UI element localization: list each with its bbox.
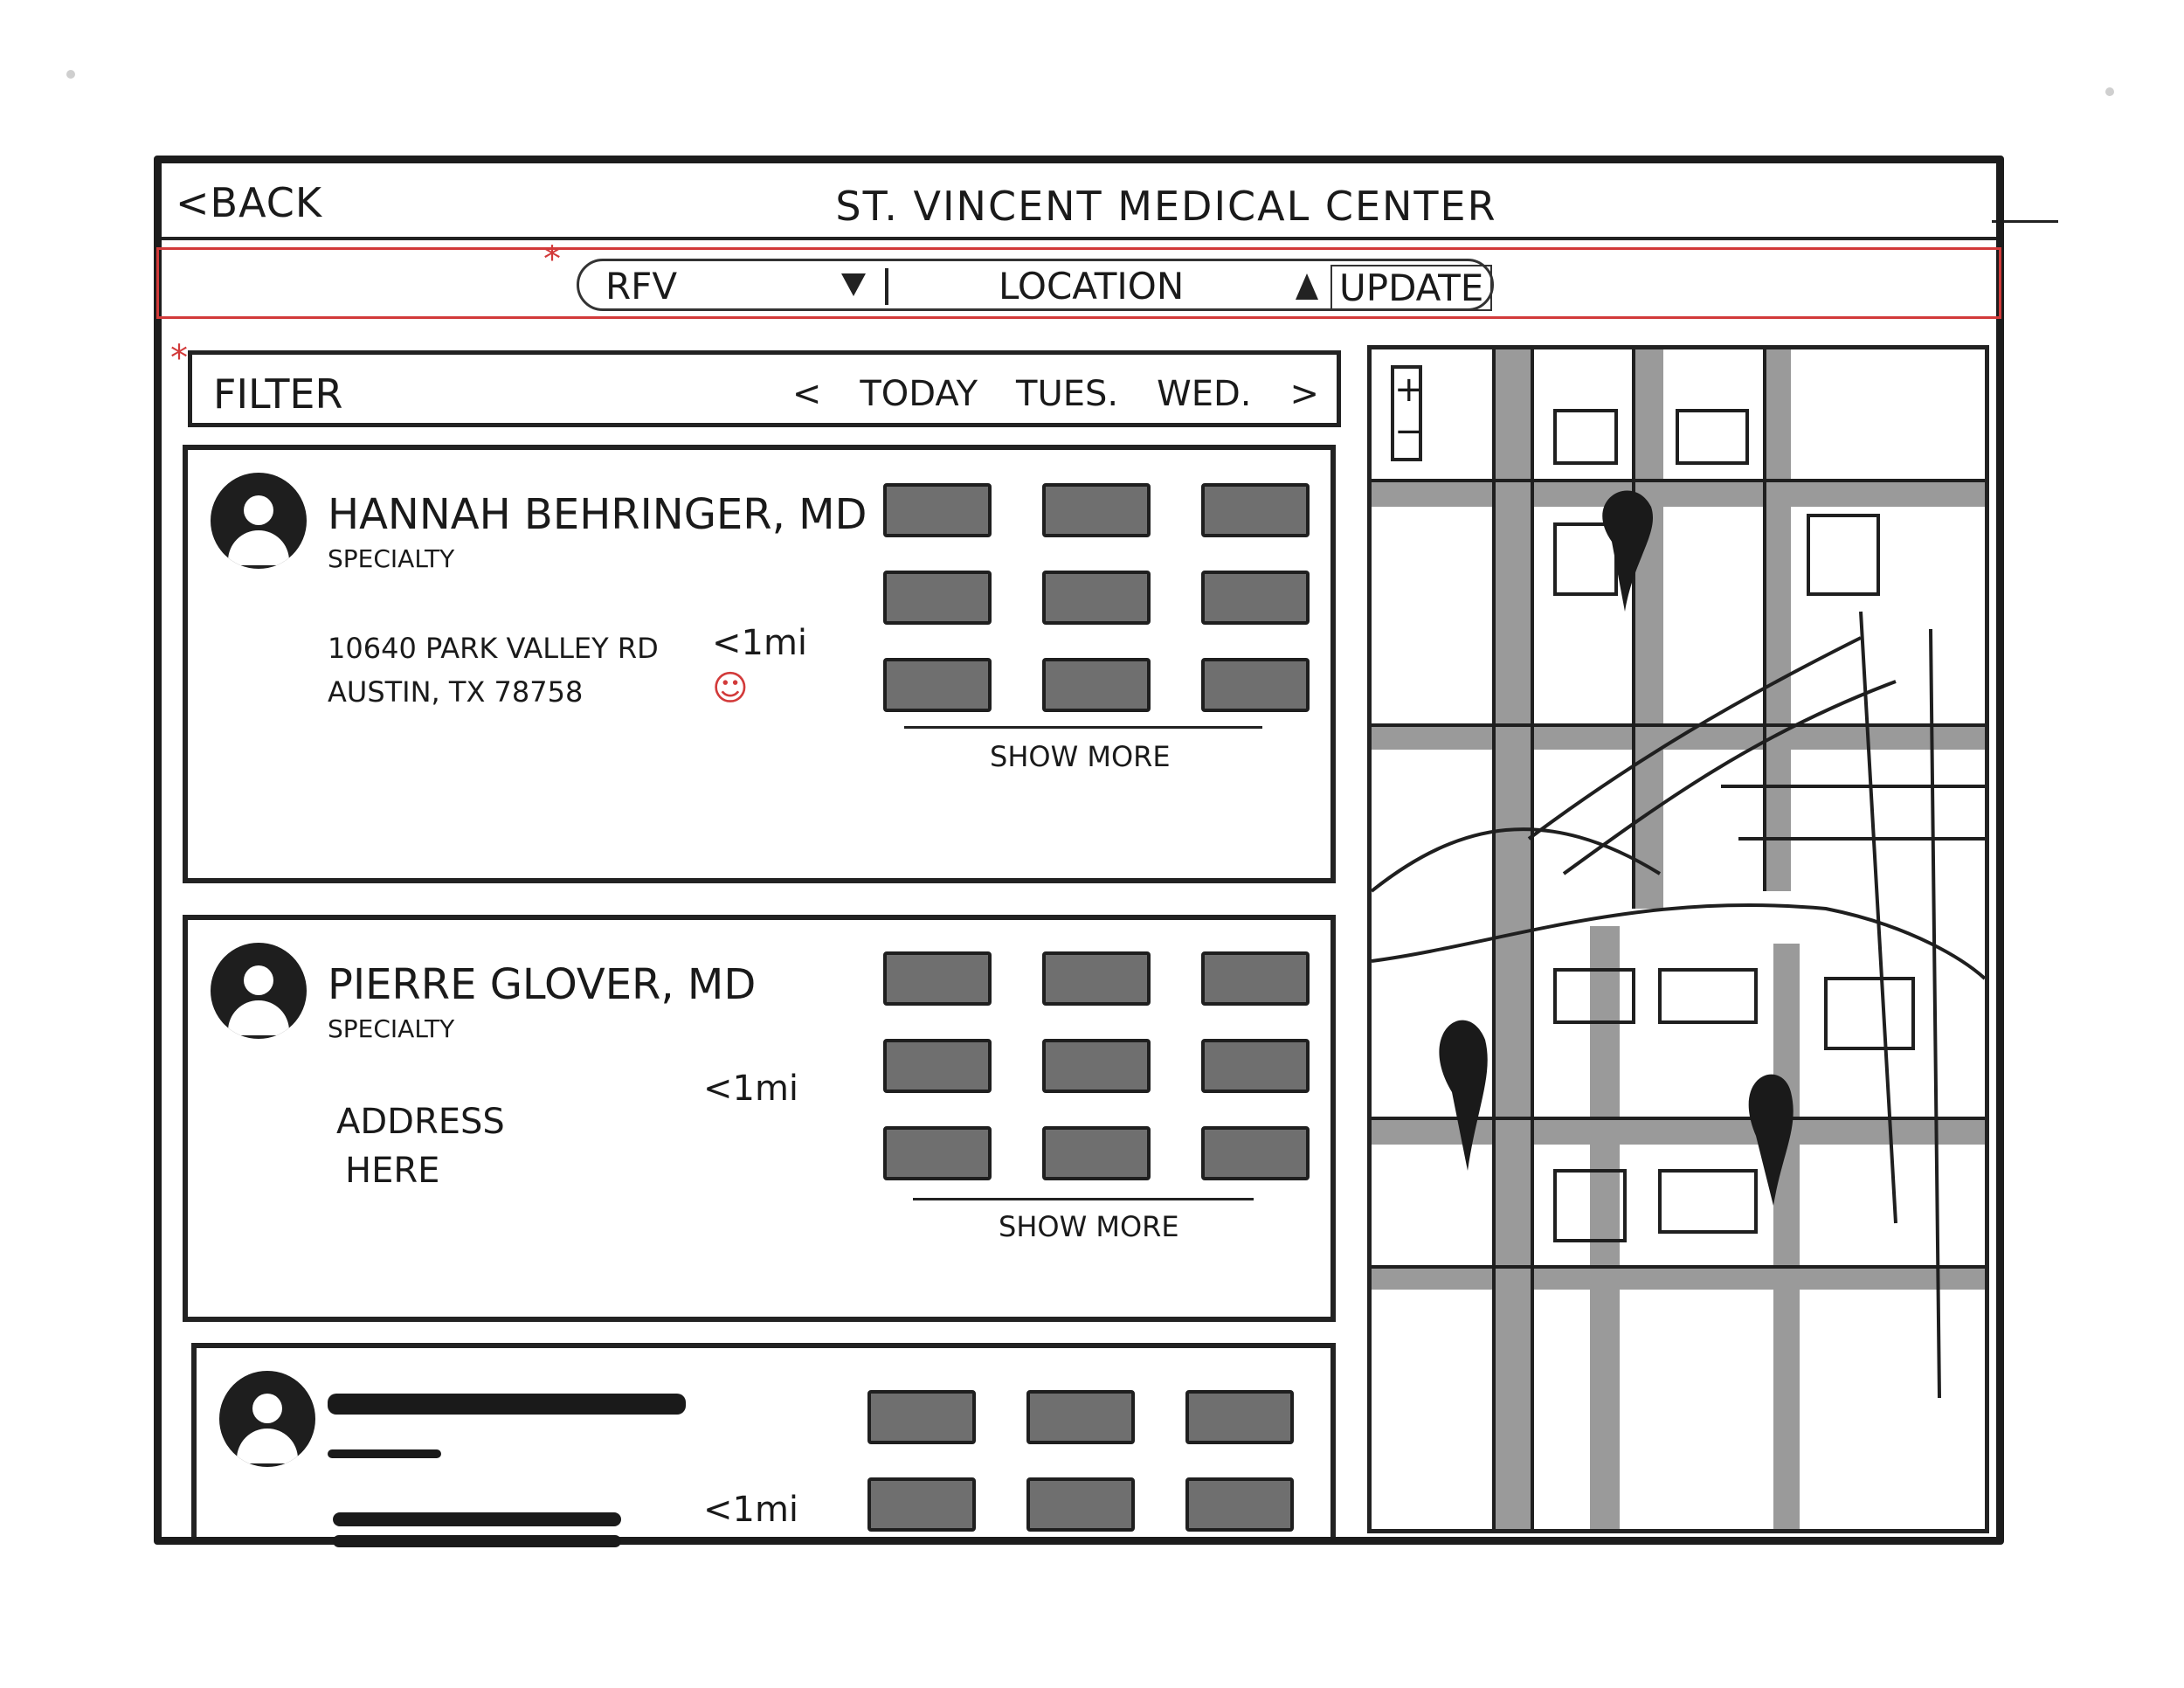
timeslot-button[interactable] xyxy=(883,571,992,625)
day-selector: < TODAY TUES. WED. > xyxy=(792,374,1319,414)
timeslot-button[interactable] xyxy=(1201,571,1310,625)
update-button[interactable]: UPDATE xyxy=(1330,265,1493,311)
smiley-annotation-icon: ☺ xyxy=(712,668,749,709)
filter-bar: FILTER < TODAY TUES. WED. > xyxy=(188,350,1341,427)
timeslot-grid xyxy=(883,951,1310,1180)
timeslot-button[interactable] xyxy=(883,1039,992,1093)
day-tab-wed[interactable]: WED. xyxy=(1157,374,1252,414)
avatar xyxy=(219,1371,315,1467)
timeslot-grid xyxy=(867,1390,1294,1532)
provider-card[interactable]: HANNAH BEHRINGER, MD SPECIALTY 10640 PAR… xyxy=(183,445,1336,883)
day-tab-tues[interactable]: TUES. xyxy=(1016,374,1119,414)
specialty-placeholder xyxy=(328,1449,441,1458)
results-pane: * FILTER < TODAY TUES. WED. > HANNAH BEH… xyxy=(162,338,1341,1547)
distance-label: <1mi xyxy=(703,1069,799,1109)
zoom-control: + − xyxy=(1391,365,1424,461)
next-day-button[interactable]: > xyxy=(1289,374,1319,414)
annotation-star-icon: * xyxy=(543,239,561,280)
address-placeholder xyxy=(333,1535,621,1547)
search-bar: * RFV LOCATION UPDATE xyxy=(156,239,2001,319)
zoom-out-button[interactable]: − xyxy=(1394,412,1424,452)
timeslot-button[interactable] xyxy=(883,483,992,537)
address-line-1: 10640 PARK VALLEY RD xyxy=(328,632,659,665)
rfv-field[interactable]: RFV xyxy=(605,265,678,308)
divider xyxy=(913,1198,1254,1200)
provider-specialty: SPECIALTY xyxy=(328,1014,455,1043)
provider-name[interactable]: PIERRE GLOVER, MD xyxy=(328,960,757,1009)
timeslot-button[interactable] xyxy=(1185,1477,1294,1532)
location-arrow-icon[interactable] xyxy=(1296,273,1318,300)
timeslot-button[interactable] xyxy=(1201,483,1310,537)
timeslot-button[interactable] xyxy=(1042,658,1151,712)
search-pill[interactable]: RFV LOCATION UPDATE xyxy=(577,259,1494,311)
provider-card[interactable]: <1mi xyxy=(191,1343,1336,1547)
show-more-link[interactable]: SHOW MORE xyxy=(990,740,1171,773)
timeslot-button[interactable] xyxy=(867,1390,976,1444)
page-title: ST. VINCENT MEDICAL CENTER xyxy=(835,183,1497,230)
name-placeholder xyxy=(328,1394,686,1415)
annotation-star-icon: * xyxy=(170,338,188,378)
search-divider xyxy=(885,268,888,305)
provider-specialty: SPECIALTY xyxy=(328,544,455,573)
divider xyxy=(904,726,1262,729)
address-line-2: AUSTIN, TX 78758 xyxy=(328,675,584,709)
timeslot-button[interactable] xyxy=(1201,951,1310,1006)
timeslot-button[interactable] xyxy=(1042,951,1151,1006)
provider-card[interactable]: PIERRE GLOVER, MD SPECIALTY ADDRESS HERE… xyxy=(183,915,1336,1322)
timeslot-button[interactable] xyxy=(1042,483,1151,537)
map-view[interactable]: + − xyxy=(1367,345,1989,1533)
title-bar: <BACK ST. VINCENT MEDICAL CENTER xyxy=(162,163,1996,240)
timeslot-button[interactable] xyxy=(1201,1126,1310,1180)
avatar xyxy=(211,943,307,1039)
timeslot-button[interactable] xyxy=(867,1477,976,1532)
timeslot-button[interactable] xyxy=(1042,1039,1151,1093)
back-button[interactable]: <BACK xyxy=(176,179,323,226)
timeslot-button[interactable] xyxy=(1201,658,1310,712)
distance-label: <1mi xyxy=(712,623,808,663)
zoom-in-button[interactable]: + xyxy=(1394,370,1424,410)
timeslot-button[interactable] xyxy=(1042,1126,1151,1180)
timeslot-button[interactable] xyxy=(883,1126,992,1180)
timeslot-button[interactable] xyxy=(1185,1390,1294,1444)
corner-dot-left xyxy=(66,70,75,79)
address-placeholder xyxy=(333,1512,621,1526)
address-line-2: HERE xyxy=(345,1151,440,1191)
timeslot-grid xyxy=(883,483,1310,712)
provider-name[interactable]: HANNAH BEHRINGER, MD xyxy=(328,490,867,539)
timeslot-button[interactable] xyxy=(1026,1477,1135,1532)
prev-day-button[interactable]: < xyxy=(791,374,822,414)
timeslot-button[interactable] xyxy=(1201,1039,1310,1093)
timeslot-button[interactable] xyxy=(883,951,992,1006)
app-window: <BACK ST. VINCENT MEDICAL CENTER * RFV L… xyxy=(154,156,2004,1547)
timeslot-button[interactable] xyxy=(1042,571,1151,625)
day-tab-today[interactable]: TODAY xyxy=(860,374,978,414)
distance-label: <1mi xyxy=(703,1490,799,1530)
show-more-link[interactable]: SHOW MORE xyxy=(999,1210,1179,1243)
edge-stroke xyxy=(1992,220,2058,223)
avatar xyxy=(211,473,307,569)
corner-dot-right xyxy=(2105,87,2114,96)
location-field[interactable]: LOCATION xyxy=(999,265,1185,308)
address-line-1: ADDRESS xyxy=(336,1102,505,1142)
dropdown-arrow-icon[interactable] xyxy=(841,273,866,296)
filter-button[interactable]: FILTER xyxy=(213,370,343,418)
timeslot-button[interactable] xyxy=(883,658,992,712)
timeslot-button[interactable] xyxy=(1026,1390,1135,1444)
map-streets xyxy=(1372,349,1985,1529)
